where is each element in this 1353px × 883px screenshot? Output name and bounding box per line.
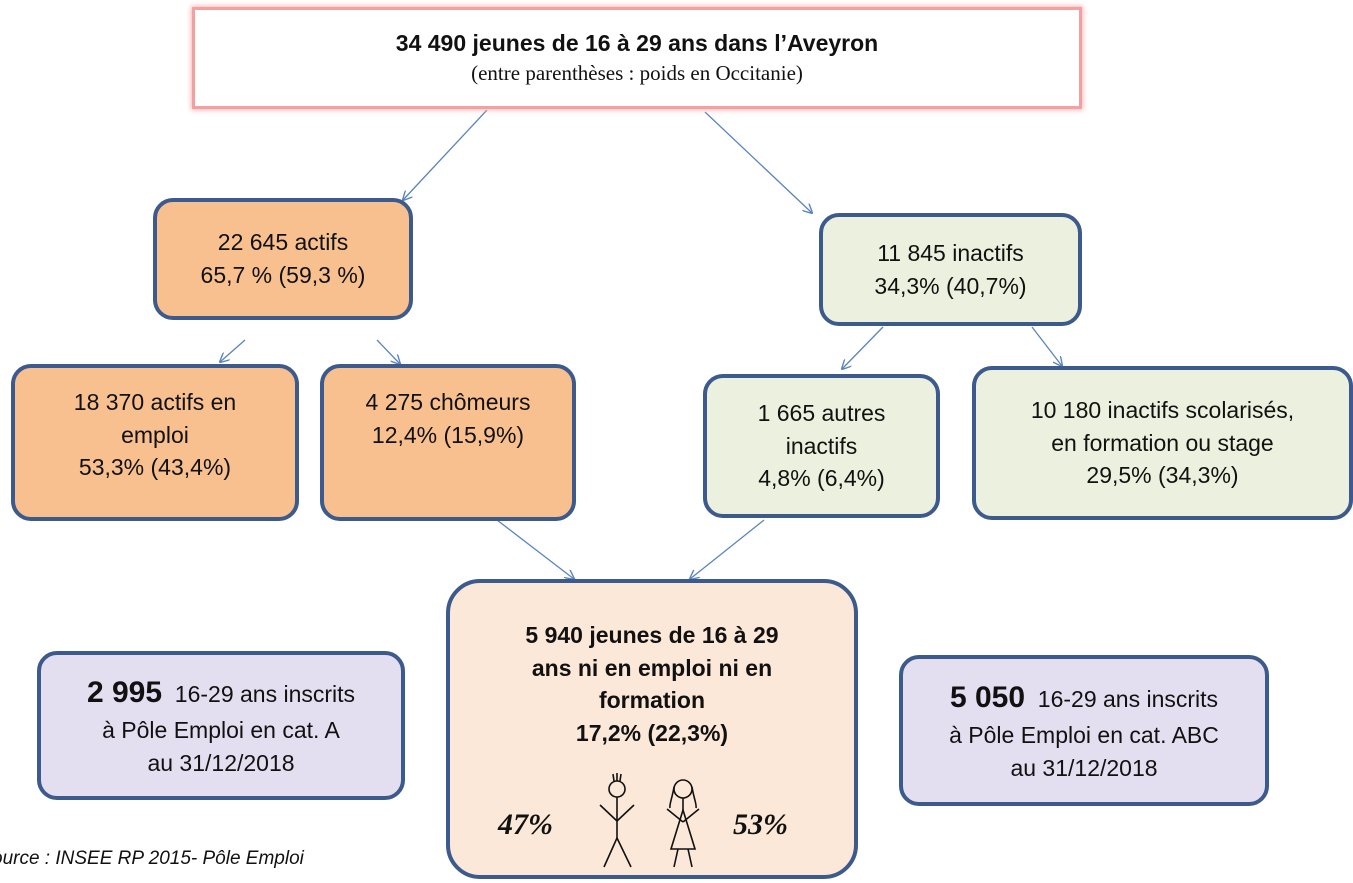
arrow-title-to-actifs <box>403 109 488 200</box>
cat-a-text2: à Pôle Emploi en cat. A <box>102 717 340 744</box>
female-pct: 53% <box>733 808 788 841</box>
title-subtitle: (entre parenthèses : poids en Occitanie) <box>471 60 803 85</box>
actifs-pct: 65,7 % (59,3 %) <box>200 262 366 288</box>
neet-line3: formation <box>598 687 706 714</box>
scolarises-pct: 29,5% (34,3%) <box>1086 462 1239 489</box>
cat-a-text1: 16-29 ans inscrits <box>174 680 356 707</box>
emploi-line2: emploi <box>121 421 189 448</box>
autres-line2: inactifs <box>785 432 858 459</box>
autres-line1: 1 665 autres <box>757 400 886 427</box>
cat-abc-text3: au 31/12/2018 <box>1010 754 1158 781</box>
cat-a-number: 2 995 <box>86 675 163 709</box>
cat-abc-box: 5 050 16-29 ans inscrits à Pôle Emploi e… <box>899 655 1269 806</box>
scolarises-line1: 10 180 inactifs scolarisés, <box>1030 397 1295 423</box>
chomeurs-pct: 12,4% (15,9%) <box>371 421 525 448</box>
neet-line1: 5 940 jeunes de 16 à 29 <box>525 622 779 648</box>
actifs-box: 22 645 actifs 65,7 % (59,3 %) <box>153 198 413 320</box>
cat-abc-text2: à Pôle Emploi en cat. ABC <box>949 722 1219 749</box>
chomeurs-box: 4 275 chômeurs 12,4% (15,9%) <box>320 364 576 521</box>
autres-pct: 4,8% (6,4%) <box>758 465 885 492</box>
source-note: ource : INSEE RP 2015- Pôle Emploi <box>0 848 304 869</box>
inactifs-count: 11 845 inactifs <box>877 239 1024 266</box>
cat-a-text3: au 31/12/2018 <box>147 749 295 776</box>
inactifs-box: 11 845 inactifs 34,3% (40,7%) <box>819 213 1082 326</box>
cat-a-box: 2 995 16-29 ans inscrits à Pôle Emploi e… <box>37 651 405 800</box>
arrow-inactifs-to-scolarises <box>1031 326 1062 366</box>
neet-line2: ans ni en emploi ni en <box>531 654 773 681</box>
arrow-chomeurs-to-neet <box>496 519 574 579</box>
emploi-box: 18 370 actifs en emploi 53,3% (43,4%) <box>11 364 299 521</box>
actifs-count: 22 645 actifs <box>217 229 349 256</box>
emploi-line1: 18 370 actifs en <box>73 389 237 415</box>
scolarises-box: 10 180 inactifs scolarisés, en formation… <box>972 366 1353 520</box>
chomeurs-count: 4 275 chômeurs <box>365 389 531 415</box>
cat-abc-number: 5 050 <box>949 680 1026 714</box>
arrow-actifs-to-emploi <box>220 339 246 362</box>
arrow-autres-to-neet <box>690 519 765 579</box>
scolarises-line2: en formation ou stage <box>1051 429 1274 456</box>
autres-box: 1 665 autres inactifs 4,8% (6,4%) <box>703 374 940 518</box>
arrow-title-to-inactifs <box>704 111 812 213</box>
male-pct: 47% <box>498 808 553 841</box>
neet-box: 5 940 jeunes de 16 à 29 ans ni en emploi… <box>446 579 858 879</box>
cat-abc-text1: 16-29 ans inscrits <box>1037 685 1219 712</box>
arrow-actifs-to-chomeurs <box>376 339 400 364</box>
emploi-pct: 53,3% (43,4%) <box>78 454 232 481</box>
arrow-inactifs-to-autres <box>842 326 884 369</box>
title-box: 34 490 jeunes de 16 à 29 ans dans l’Avey… <box>192 7 1082 109</box>
title-main: 34 490 jeunes de 16 à 29 ans dans l’Avey… <box>395 29 879 56</box>
inactifs-pct: 34,3% (40,7%) <box>874 272 1027 299</box>
neet-pct: 17,2% (22,3%) <box>575 719 729 746</box>
